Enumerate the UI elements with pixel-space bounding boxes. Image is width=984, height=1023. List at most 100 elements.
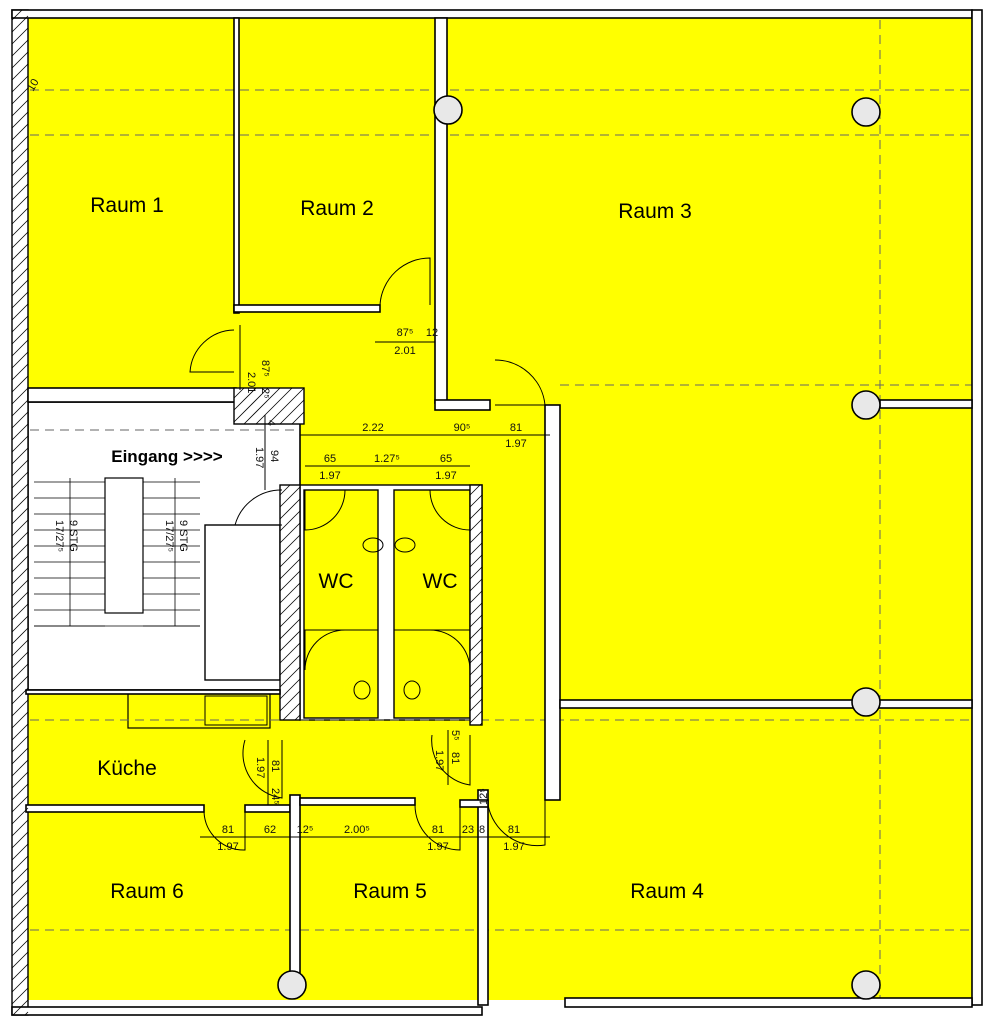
dim-label: 12 (426, 327, 438, 339)
wall-hatch (11, 567, 29, 585)
wall-hatch (11, 171, 29, 189)
wall-hatch (469, 494, 483, 508)
grid-lines (30, 20, 972, 1000)
wall-hatch (11, 51, 29, 69)
wall-hatch (11, 423, 29, 441)
wall-hatch (11, 867, 29, 885)
wall-hatch (11, 219, 29, 237)
wall-hatch (11, 399, 29, 417)
wall-hatch (24, 1011, 29, 1016)
wall-hatch (469, 626, 483, 640)
stair-flight-left (34, 478, 200, 627)
wall-hatch (469, 710, 483, 724)
columns (277, 95, 881, 1000)
wall-hatch (11, 495, 29, 513)
wall-hatch (279, 558, 301, 580)
wall-hatch (11, 231, 29, 249)
wall-hatch (11, 87, 29, 105)
wall-hatch (11, 315, 29, 333)
wall-hatch (11, 363, 29, 381)
dim-label: 8 (479, 824, 485, 836)
dim-label: 5⁵ (449, 730, 461, 741)
dim-label: 12⁵ (478, 788, 490, 805)
wall-hatch (11, 471, 29, 489)
dim-label: 1.97 (435, 470, 456, 482)
kitchen-sink-icon (204, 695, 268, 726)
wall-hatch (11, 627, 29, 645)
dim-label: 90⁵ (454, 422, 471, 434)
wall-hatch (11, 519, 29, 537)
wall-hatch (279, 678, 301, 700)
dim-label: 2.22 (362, 422, 383, 434)
wall-hatch (11, 879, 29, 897)
wall-hatch (11, 291, 29, 309)
wall-hatch (279, 654, 301, 676)
wall-hatch (479, 722, 483, 726)
wall-hatch (11, 243, 29, 261)
dim-label: 65 (440, 453, 452, 465)
wall-hatch (11, 279, 29, 297)
wall-hatch (11, 531, 29, 549)
wall-hatch (469, 530, 483, 544)
wall-hatch (11, 63, 29, 81)
wall-hatch (279, 510, 301, 532)
wall-hatch (11, 771, 29, 789)
room-label-raum-4: Raum 4 (630, 880, 704, 903)
wall-hatch (11, 27, 29, 45)
wall-hatch (469, 650, 483, 664)
doors (189, 257, 546, 851)
wall-hatch (11, 375, 29, 393)
toilet-icon (403, 680, 421, 700)
dim-label: 1.97 (319, 470, 340, 482)
corner-mark: 10 (25, 77, 42, 94)
wall-hatch (11, 963, 29, 981)
dim-label: 81 (222, 824, 234, 836)
wall-hatch (11, 735, 29, 753)
wall-hatch (11, 807, 29, 825)
stair-well-core (104, 477, 144, 614)
wall-hatch (11, 435, 29, 453)
room-label-raum-6: Raum 6 (110, 880, 184, 903)
wall-hatch (11, 123, 29, 141)
dim-label: 2.01 (394, 345, 415, 357)
wall-hatch (469, 484, 481, 496)
wall-hatch (11, 927, 29, 945)
wall-hatch (294, 714, 301, 721)
wall-hatch (279, 546, 301, 568)
wall-hatch (469, 614, 483, 628)
dim-label: 1.97 (427, 841, 448, 853)
wall-hatch (11, 711, 29, 729)
wall-hatch (11, 327, 29, 345)
dim-label: 87⁵ (259, 360, 271, 377)
wall-hatch (11, 543, 29, 561)
wall-hatch (255, 387, 293, 425)
dim-label: 81 (432, 824, 444, 836)
wall-hatch (11, 603, 29, 621)
wall-hatch (11, 855, 29, 873)
wall-hatch (469, 542, 483, 556)
wall-hatch (11, 15, 29, 33)
wall-hatch (469, 518, 483, 532)
wall-hatch (11, 483, 29, 501)
wall-hatch (279, 522, 301, 544)
wall-hatch (279, 399, 305, 425)
room-label-raum-3: Raum 3 (618, 200, 692, 223)
wall-hatch (11, 819, 29, 837)
wall-hatch (11, 939, 29, 957)
wall-hatch (233, 387, 257, 411)
wall-hatch (11, 507, 29, 525)
wall-hatch (233, 387, 269, 423)
wall-hatch (11, 207, 29, 225)
dim-label: 94 (268, 450, 280, 462)
room-label-kueche: Küche (97, 757, 157, 780)
wall-hatch (11, 75, 29, 93)
dim-label: 81 (449, 752, 461, 764)
wall-hatch (11, 411, 29, 429)
wall-hatch (279, 486, 301, 508)
wall-hatch (11, 135, 29, 153)
wall-hatch (11, 195, 29, 213)
wall-hatch (11, 339, 29, 357)
sink-icon (394, 537, 416, 553)
stair-ratio-label: 17/27⁵ (163, 520, 175, 552)
wall-hatch (11, 639, 29, 657)
